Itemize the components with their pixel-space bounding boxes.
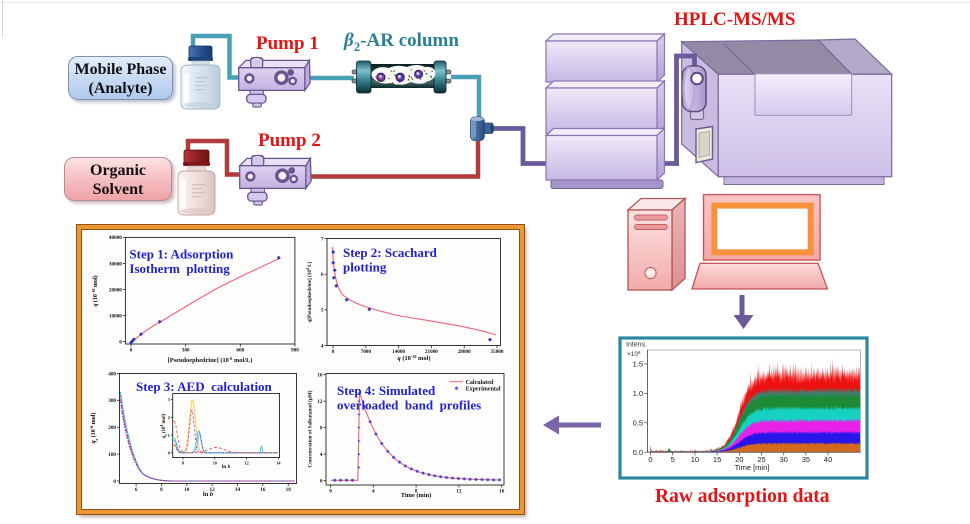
svg-text:100: 100 <box>108 452 116 458</box>
svg-text:3: 3 <box>168 397 170 402</box>
svg-text:14: 14 <box>235 487 241 493</box>
svg-text:20000: 20000 <box>109 287 122 293</box>
svg-text:35: 35 <box>802 455 810 464</box>
svg-text:18: 18 <box>286 487 292 493</box>
svg-text:0: 0 <box>648 455 652 464</box>
svg-text:14000: 14000 <box>392 349 405 355</box>
svg-text:12: 12 <box>317 399 323 405</box>
svg-text:q (10-10 mol): q (10-10 mol) <box>398 354 431 363</box>
svg-text:0: 0 <box>113 479 116 485</box>
svg-text:0: 0 <box>320 478 323 484</box>
svg-text:20: 20 <box>735 455 743 464</box>
svg-text:8: 8 <box>160 487 163 493</box>
svg-text:overloaded band profiles: overloaded band profiles <box>337 398 481 413</box>
svg-text:ln b: ln b <box>222 464 231 470</box>
svg-text:16: 16 <box>260 487 266 493</box>
svg-text:0.0: 0.0 <box>633 448 643 457</box>
svg-text:21000: 21000 <box>425 349 438 355</box>
svg-text:12: 12 <box>245 460 249 465</box>
svg-text:7000: 7000 <box>361 349 372 355</box>
svg-text:300: 300 <box>108 398 116 404</box>
svg-text:0: 0 <box>168 451 170 456</box>
svg-text:10000: 10000 <box>109 313 122 319</box>
svg-text:30000: 30000 <box>109 261 122 267</box>
svg-text:0: 0 <box>119 339 122 345</box>
svg-text:4: 4 <box>321 343 324 349</box>
svg-text:Step 1: Adsorption: Step 1: Adsorption <box>129 247 234 262</box>
svg-text:2: 2 <box>168 415 170 420</box>
svg-text:ln b: ln b <box>203 491 213 498</box>
svg-text:Step 4: Simulated: Step 4: Simulated <box>337 383 436 398</box>
svg-text:16: 16 <box>499 489 505 495</box>
svg-text:Experimental: Experimental <box>466 386 501 392</box>
svg-text:6: 6 <box>135 487 138 493</box>
svg-text:10: 10 <box>213 460 217 465</box>
svg-text:q (10-10 mol): q (10-10 mol) <box>91 275 100 306</box>
svg-text:28000: 28000 <box>458 349 471 355</box>
svg-text:600: 600 <box>236 348 244 354</box>
svg-text:0: 0 <box>329 489 332 495</box>
svg-text:7: 7 <box>321 236 324 242</box>
svg-text:×106: ×106 <box>627 350 641 359</box>
svg-text:1: 1 <box>168 433 170 438</box>
svg-text:40: 40 <box>824 455 832 464</box>
svg-text:16: 16 <box>317 372 323 378</box>
svg-text:Intens.: Intens. <box>626 342 647 349</box>
svg-text:Step 2: Scachard: Step 2: Scachard <box>343 245 438 260</box>
svg-text:6: 6 <box>321 272 324 278</box>
svg-text:25: 25 <box>757 455 765 464</box>
svg-text:35000: 35000 <box>491 349 504 355</box>
svg-text:40000: 40000 <box>109 235 122 241</box>
svg-text:300: 300 <box>182 348 190 354</box>
svg-text:5: 5 <box>671 455 675 464</box>
svg-text:30: 30 <box>780 455 788 464</box>
svg-text:200: 200 <box>108 425 116 431</box>
svg-text:0: 0 <box>130 348 133 354</box>
svg-text:Calculated: Calculated <box>466 380 494 386</box>
svg-text:Step 3: AED calculation: Step 3: AED calculation <box>136 379 273 394</box>
svg-text:4: 4 <box>372 489 375 495</box>
svg-text:qs (104 mol): qs (104 mol) <box>160 413 168 438</box>
svg-text:900: 900 <box>291 348 299 354</box>
svg-text:qs (10-6 mol): qs (10-6 mol) <box>89 413 99 444</box>
svg-text:Time (min): Time (min) <box>401 492 432 499</box>
svg-text:10: 10 <box>184 487 190 493</box>
svg-text:Isotherm plotting: Isotherm plotting <box>129 261 230 276</box>
svg-text:15: 15 <box>713 455 721 464</box>
svg-text:q[Pseudoephedrine] (104 L): q[Pseudoephedrine] (104 L) <box>306 261 313 322</box>
svg-text:5: 5 <box>321 308 324 314</box>
svg-text:12: 12 <box>456 489 462 495</box>
svg-text:[Pseudoephedrine] (10-6 mol/L): [Pseudoephedrine] (10-6 mol/L) <box>168 356 253 365</box>
svg-text:plotting: plotting <box>343 260 387 275</box>
svg-text:1.5: 1.5 <box>633 360 643 369</box>
svg-text:4: 4 <box>320 452 323 458</box>
svg-text:Concentration of Salbutamol (μ: Concentration of Salbutamol (μM) <box>307 390 314 467</box>
svg-text:0: 0 <box>332 349 335 355</box>
svg-text:8: 8 <box>320 425 323 431</box>
svg-text:8: 8 <box>415 489 418 495</box>
svg-text:400: 400 <box>108 371 116 377</box>
svg-text:12: 12 <box>210 487 216 493</box>
svg-text:Time [min]: Time [min] <box>735 463 770 472</box>
svg-text:10: 10 <box>691 455 699 464</box>
svg-text:1.0: 1.0 <box>633 389 643 398</box>
svg-text:8: 8 <box>182 460 184 465</box>
svg-text:0.5: 0.5 <box>633 418 643 427</box>
svg-text:14: 14 <box>276 460 281 465</box>
